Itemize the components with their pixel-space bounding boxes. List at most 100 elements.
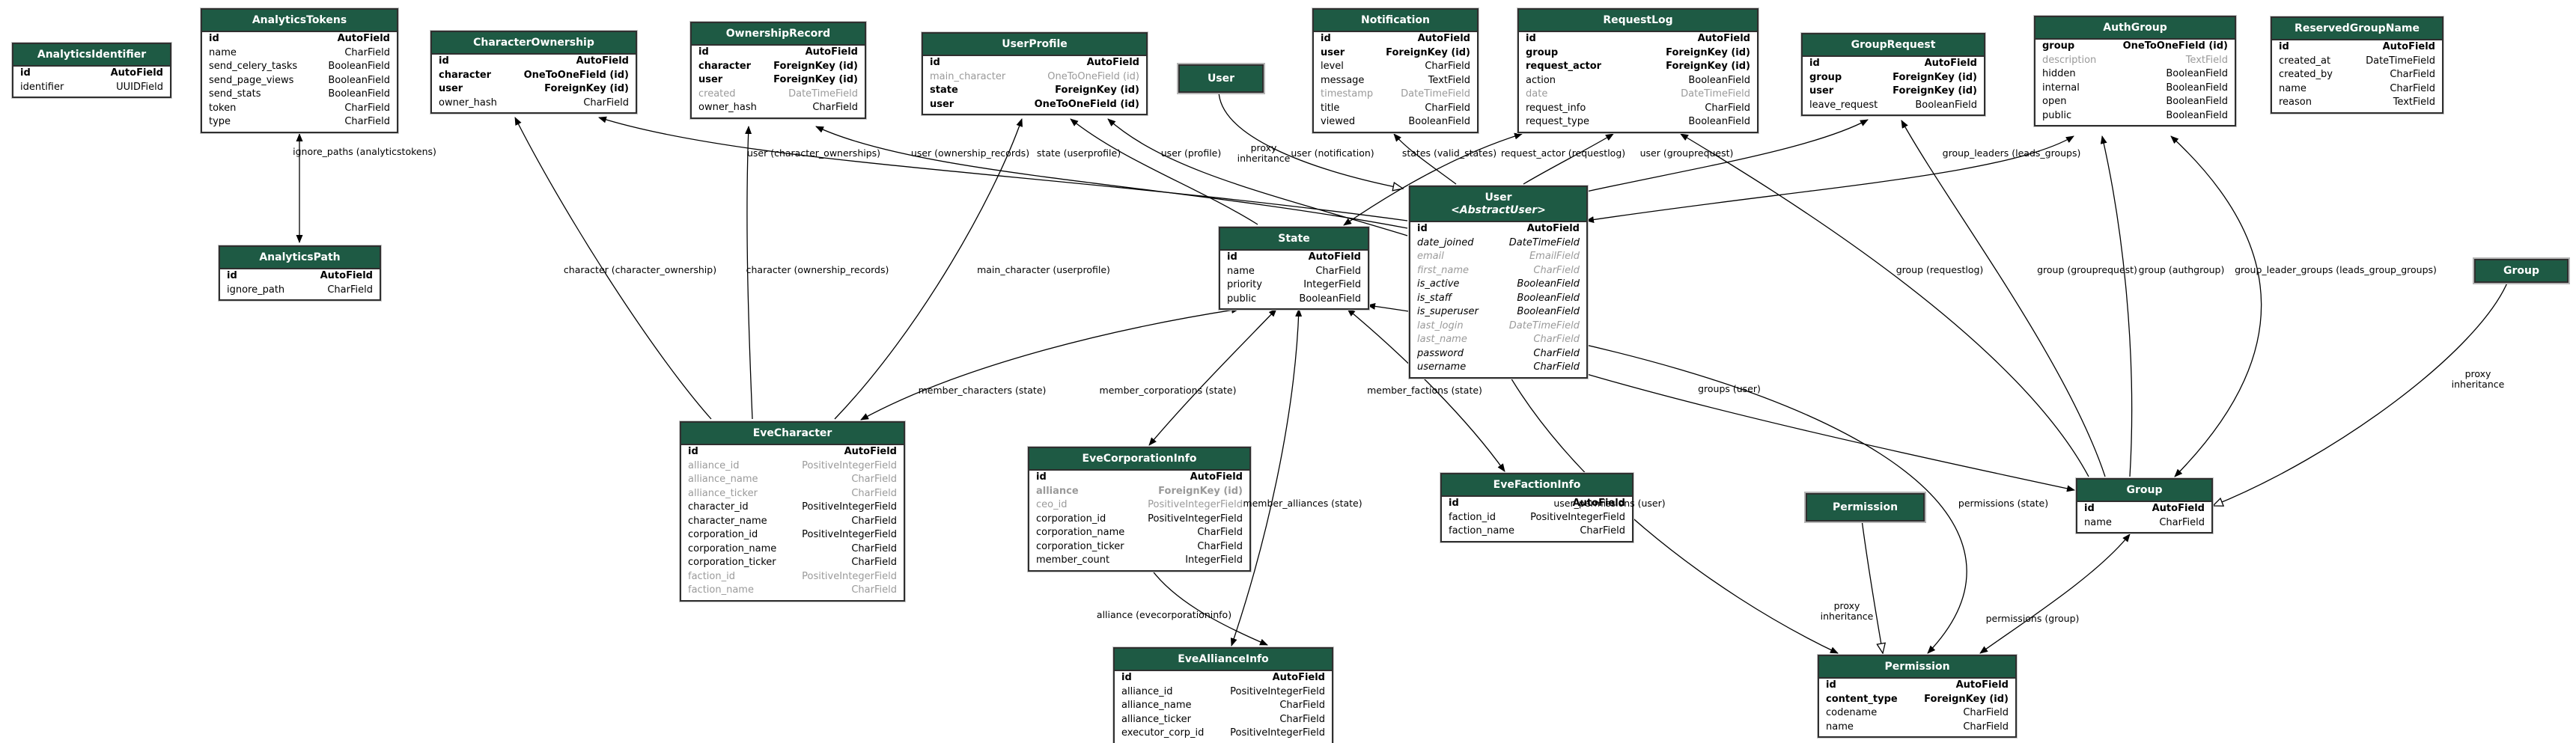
table-title-text: AnalyticsPath <box>259 251 341 263</box>
field-name: user <box>1321 46 1345 58</box>
edge-label: proxy inheritance <box>2451 368 2505 390</box>
table-title-text: EveAllianceInfo <box>1178 653 1269 665</box>
field-name: name <box>1826 721 1854 733</box>
field-name: is_active <box>1417 278 1460 290</box>
field-type: AutoField <box>805 46 858 58</box>
field-name: description <box>2042 54 2097 66</box>
field-name: id <box>1449 498 1459 509</box>
field-type: CharField <box>344 102 390 114</box>
field-type: DateTimeField <box>2366 55 2435 67</box>
edge-label: state (userprofile) <box>1036 147 1121 159</box>
edge-state-evecharacter-m2m <box>860 307 1240 421</box>
field-type: ForeignKey (id) <box>1386 46 1470 58</box>
table-title: User<AbstractUser> <box>1410 187 1586 222</box>
field-row: ignore_path CharField <box>220 284 380 300</box>
table-title: EveCorporationInfo <box>1029 448 1249 471</box>
field-name: created <box>698 88 736 100</box>
field-name: viewed <box>1321 116 1356 127</box>
field-name: ignore_path <box>227 284 285 296</box>
field-type: CharField <box>1963 707 2009 718</box>
field-name: corporation_id <box>688 529 758 540</box>
edge-evecorporationinfo-evealliancinfo <box>1145 560 1268 646</box>
edge-group-permission-m2m <box>1979 533 2131 654</box>
field-type: BooleanField <box>1915 99 1977 111</box>
field-type: CharField <box>1279 713 1325 725</box>
table-title-text: AuthGroup <box>2103 22 2167 34</box>
field-name: member_count <box>1036 554 1110 566</box>
field-type: PositiveIntegerField <box>802 459 897 471</box>
field-name: alliance_name <box>1121 700 1192 711</box>
field-type: BooleanField <box>2166 68 2228 79</box>
table-title-text: GroupRequest <box>1851 39 1936 51</box>
field-type: OneToOneField (id) <box>523 69 629 81</box>
table-title-text: AnalyticsIdentifier <box>37 49 147 61</box>
edge-label: proxy inheritance <box>1237 142 1291 164</box>
table-title-text: EveFactionInfo <box>1493 479 1581 491</box>
field-type: BooleanField <box>1517 292 1580 304</box>
proxy-model-box-permission-proxy: Permission <box>1804 492 1926 523</box>
edge-state-evecorporationinfo-m2m <box>1148 308 1277 446</box>
table-title: AnalyticsIdentifier <box>13 44 170 67</box>
field-type: CharField <box>2390 69 2435 80</box>
proxy-model-box-group-proxy: Group <box>2473 257 2570 284</box>
field-name: id <box>2084 503 2095 514</box>
edge-state-valid-states-m2m <box>1343 132 1523 226</box>
field-name: alliance_ticker <box>1121 713 1191 725</box>
field-type: PositiveIntegerField <box>802 529 897 540</box>
field-name: character_name <box>688 515 767 527</box>
field-type: CharField <box>2159 516 2205 528</box>
edge-label: group (authgroup) <box>2138 264 2225 275</box>
field-type: AutoField <box>2152 503 2205 514</box>
field-type: ForeignKey (id) <box>1893 71 1977 83</box>
field-name: send_page_views <box>209 74 294 86</box>
edge-label: permissions (state) <box>1958 498 2049 509</box>
field-name: password <box>1417 347 1464 359</box>
field-name: last_login <box>1417 319 1464 331</box>
field-name: first_name <box>1417 264 1469 276</box>
field-type: CharField <box>344 116 390 127</box>
field-name: email <box>1417 251 1444 262</box>
field-name: internal <box>2042 82 2080 94</box>
edge-label: alliance (evecorporationinfo) <box>1096 609 1232 620</box>
table-title: CharacterOwnership <box>432 32 636 55</box>
table-title-text: CharacterOwnership <box>473 37 594 49</box>
field-type: BooleanField <box>1517 278 1580 290</box>
table-title-text: ReservedGroupName <box>2295 22 2420 34</box>
field-type: BooleanField <box>1688 116 1750 127</box>
field-name: created_at <box>2279 55 2331 67</box>
field-type: CharField <box>327 284 373 296</box>
field-name: level <box>1321 61 1344 72</box>
edge-label: ignore_paths (analyticstokens) <box>293 146 436 157</box>
field-name: faction_id <box>1449 511 1496 523</box>
table-title: ReservedGroupName <box>2272 18 2442 40</box>
table-title: EveCharacter <box>681 423 904 445</box>
field-name: alliance_id <box>1121 685 1173 697</box>
field-type: BooleanField <box>1517 306 1580 317</box>
